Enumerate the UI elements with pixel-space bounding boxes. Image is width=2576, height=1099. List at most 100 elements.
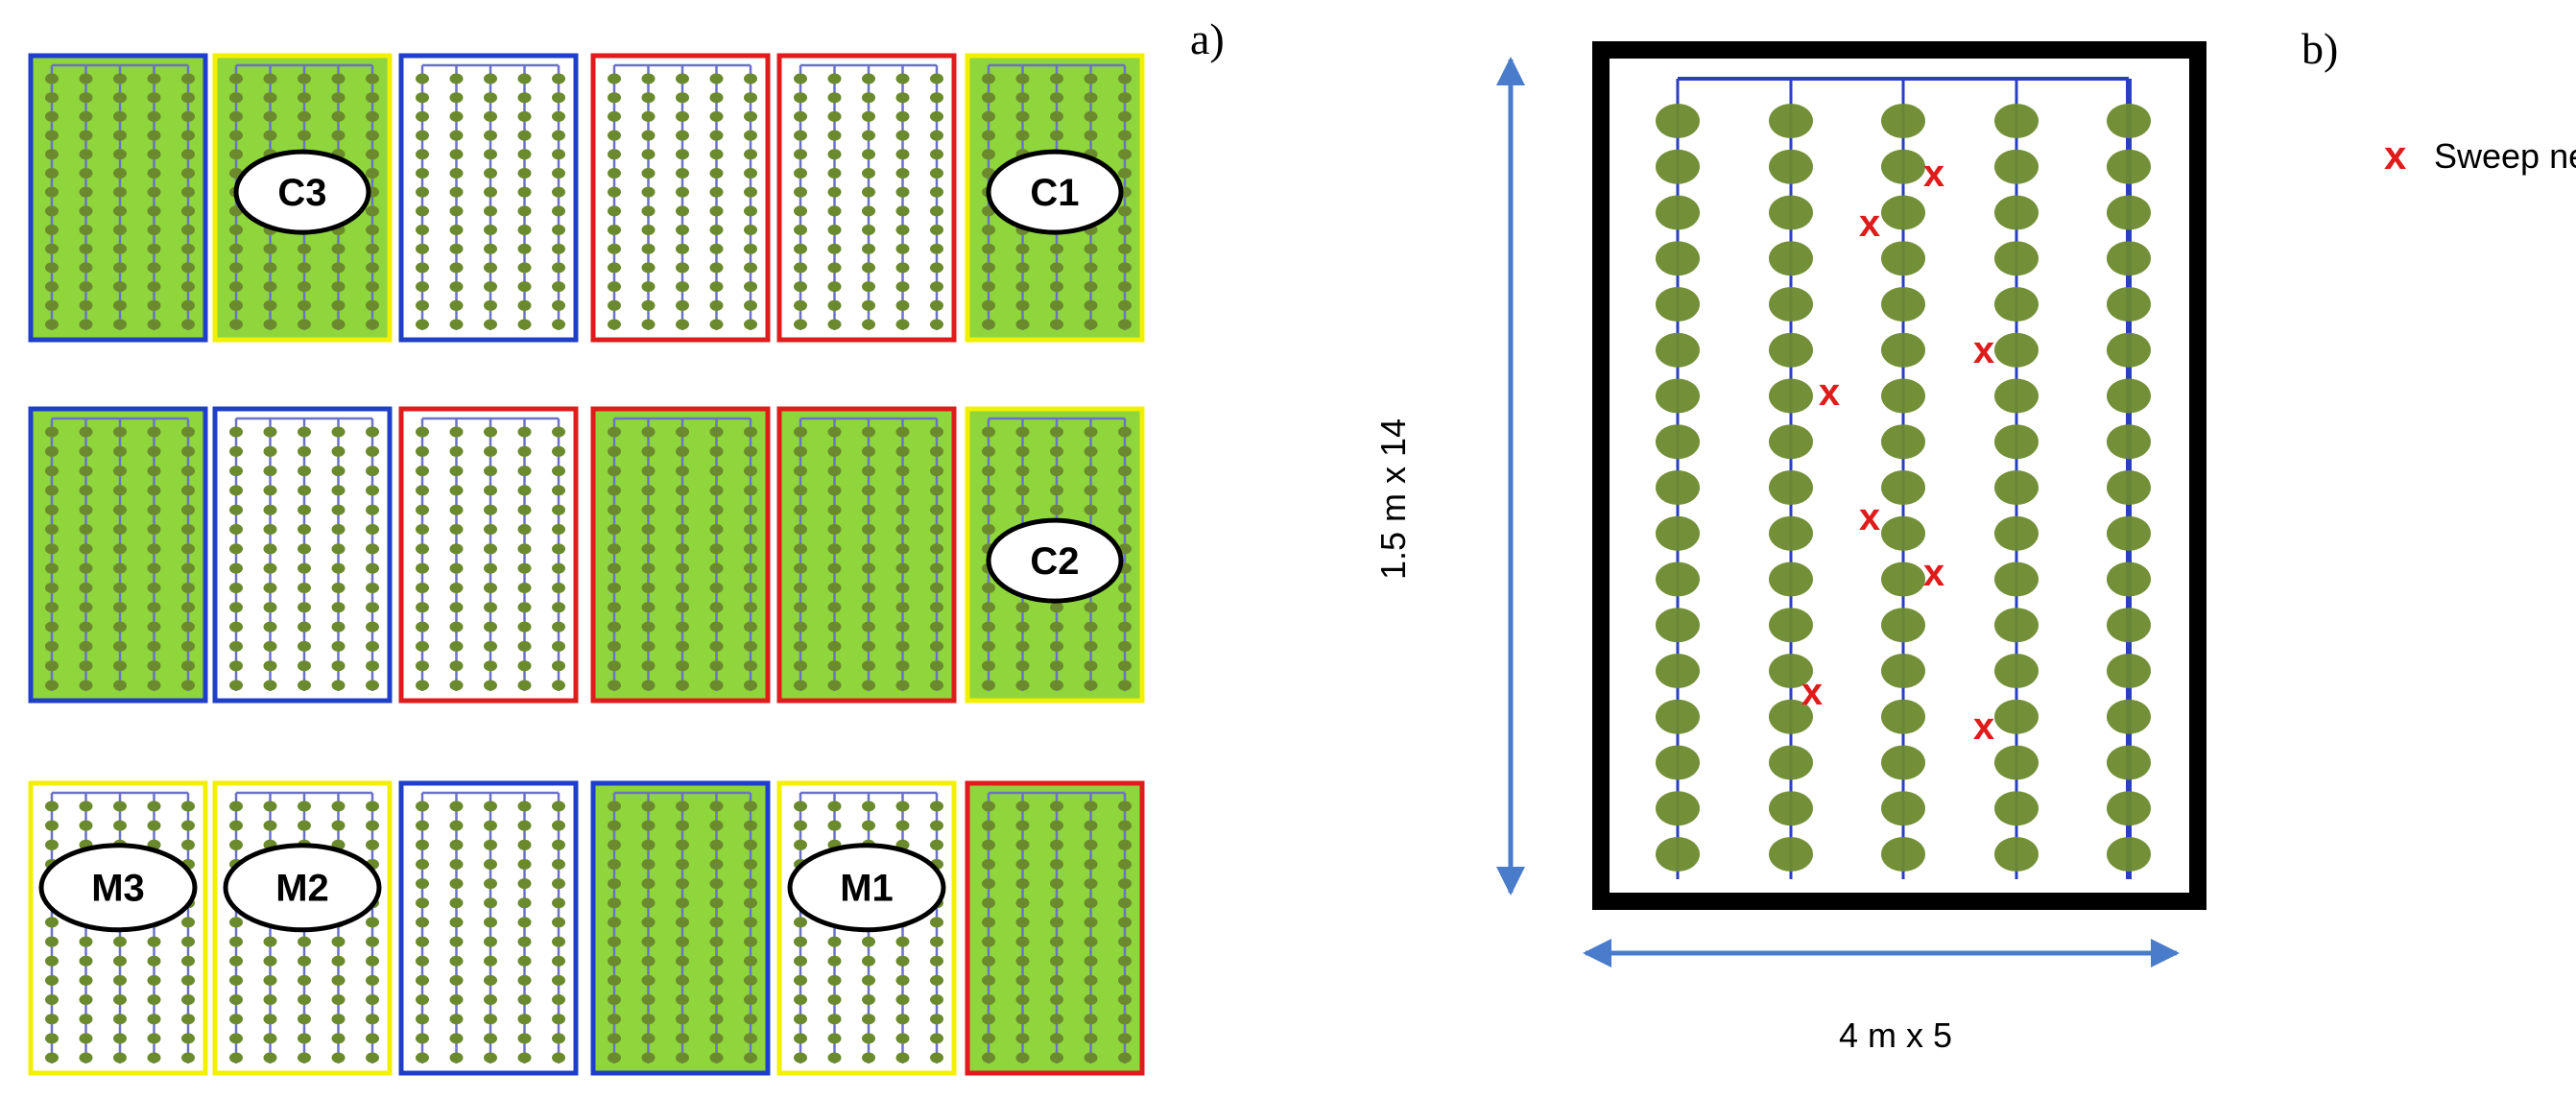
plant-dot <box>298 426 311 438</box>
plant-dot <box>298 974 311 986</box>
plant-dot <box>895 92 910 104</box>
plant-dot <box>449 936 464 947</box>
plant-dot <box>517 917 532 928</box>
plant-dot <box>1050 1052 1063 1063</box>
plant-dot <box>641 936 656 947</box>
plant-dot <box>1118 299 1132 311</box>
plant-dot <box>484 130 497 141</box>
plant-dot <box>1118 839 1132 850</box>
plant <box>1881 287 1925 322</box>
plant-dot <box>229 524 243 536</box>
plant-dot <box>331 1014 346 1025</box>
plant-dot <box>1084 800 1098 812</box>
plant-dot <box>895 640 910 652</box>
plant-dot <box>147 149 161 160</box>
plant-dot <box>794 130 807 141</box>
plant-dot <box>895 167 910 179</box>
plant <box>1994 241 2039 276</box>
plant-dot <box>147 319 161 330</box>
plant-dot <box>641 955 656 967</box>
plant-dot <box>862 800 875 812</box>
plant-dot <box>331 936 346 947</box>
plant-dot <box>827 602 842 613</box>
plant-dot <box>517 582 532 593</box>
plant-dot <box>366 92 379 104</box>
plant-dot <box>676 1052 689 1063</box>
plant-dot <box>794 543 807 555</box>
plant-dot <box>827 1014 842 1025</box>
plant <box>1769 149 1813 184</box>
plant-dot <box>449 225 464 236</box>
plant-dot <box>298 562 311 574</box>
plant-dot <box>552 936 565 947</box>
plant-dot <box>794 955 807 967</box>
plant-dot <box>709 205 724 217</box>
plant-dot <box>484 281 497 293</box>
plant-dot <box>484 319 497 330</box>
plant-dot <box>147 225 161 236</box>
plant-dot <box>794 281 807 293</box>
plant-dot <box>709 130 724 141</box>
plant-dot <box>895 504 910 515</box>
plant-dot <box>641 524 656 536</box>
plant-dot <box>517 640 532 652</box>
plant-dot <box>449 299 464 311</box>
plant-dot <box>484 1014 497 1025</box>
plant-dot <box>641 1052 656 1063</box>
plant-dot <box>416 1052 429 1063</box>
plant-dot <box>181 205 195 217</box>
plant-dot <box>1084 319 1098 330</box>
plant-dot <box>229 426 243 438</box>
plant-dot <box>263 602 277 613</box>
plant-dot <box>484 186 497 198</box>
plant-dot <box>517 186 532 198</box>
plant-dot <box>676 974 689 986</box>
plant-dot <box>366 110 379 122</box>
svg-text:M1: M1 <box>840 868 894 910</box>
plant-dot <box>1050 994 1063 1006</box>
plant-dot <box>147 621 161 633</box>
plant-dot <box>641 897 656 909</box>
plant-dot <box>263 660 277 672</box>
plant-dot <box>608 205 621 217</box>
plant <box>2107 378 2151 414</box>
plant-dot <box>147 110 161 122</box>
plant-dot <box>608 110 621 122</box>
plant-dot <box>1050 936 1063 947</box>
plant-dot <box>366 936 379 947</box>
plant-dot <box>641 110 656 122</box>
plant-dot <box>147 299 161 311</box>
plant-dot <box>676 92 689 104</box>
plant-dot <box>484 897 497 909</box>
plant-dot <box>1084 110 1098 122</box>
plant-dot <box>930 186 943 198</box>
plant-dot <box>298 1014 311 1025</box>
plant-dot <box>709 225 724 236</box>
plant-dot <box>862 994 875 1006</box>
plant-dot <box>263 974 277 986</box>
plant-dot <box>794 1033 807 1044</box>
plot <box>590 406 771 704</box>
plant-dot <box>794 167 807 179</box>
plant-dot <box>517 974 532 986</box>
plant-dot <box>229 299 243 311</box>
plant-dot <box>794 299 807 311</box>
plant-dot <box>1015 820 1030 831</box>
plant-dot <box>1015 621 1030 633</box>
plant-dot <box>449 680 464 691</box>
plant-dot <box>331 92 346 104</box>
plant-dot <box>416 504 429 515</box>
plant-dot <box>79 1033 93 1044</box>
plant-dot <box>794 262 807 274</box>
plant-dot <box>744 426 757 438</box>
plant-dot <box>1118 149 1132 160</box>
plant <box>2107 195 2151 230</box>
plant-dot <box>552 1052 565 1063</box>
plant-dot <box>608 167 621 179</box>
plant <box>2107 837 2151 872</box>
panel-b-label: b) <box>2302 24 2339 73</box>
plant-dot <box>676 582 689 593</box>
plant-dot <box>552 299 565 311</box>
plant-dot <box>676 660 689 672</box>
plant-dot <box>449 897 464 909</box>
